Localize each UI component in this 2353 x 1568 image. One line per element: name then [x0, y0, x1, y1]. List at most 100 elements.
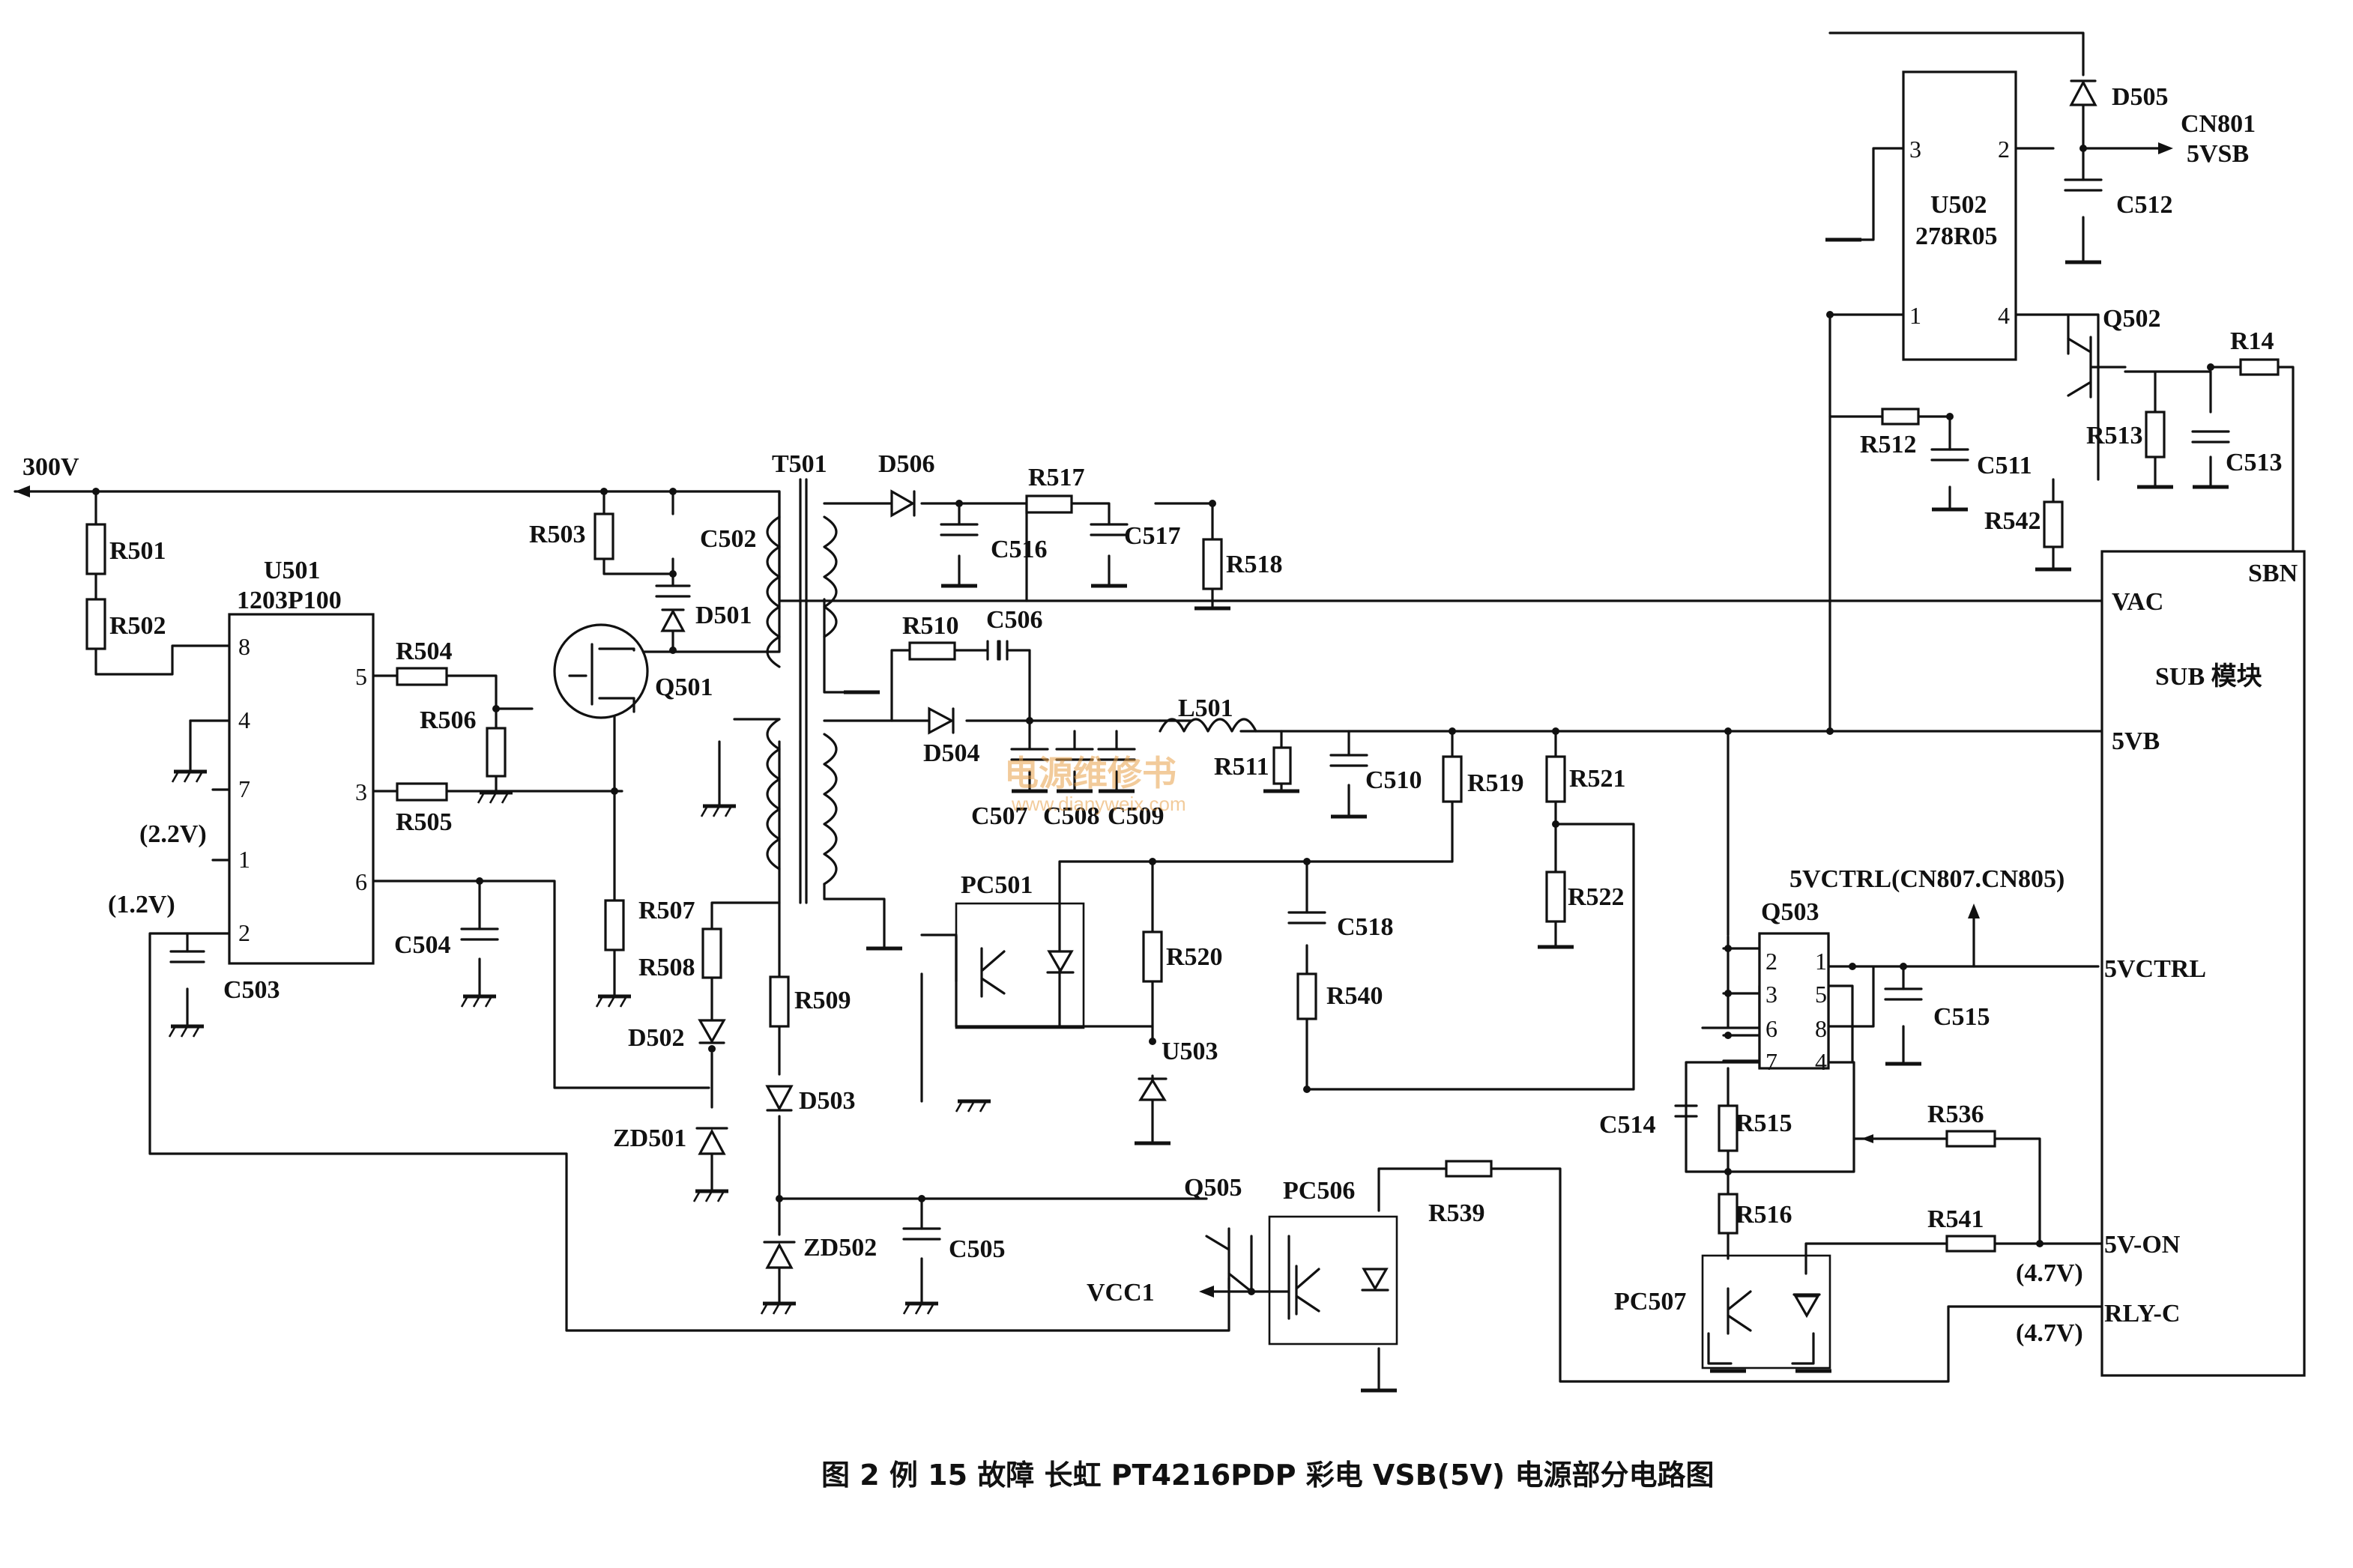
svg-text:SBN: SBN	[2248, 560, 2298, 587]
q503-chip	[1758, 932, 1830, 1070]
svg-text:ZD502: ZD502	[803, 1234, 877, 1262]
svg-text:C508: C508	[1043, 802, 1100, 830]
svg-text:C502: C502	[700, 525, 757, 553]
svg-text:U502: U502	[1930, 191, 1987, 219]
u501-chip	[228, 613, 375, 965]
svg-text:PC506: PC506	[1283, 1177, 1355, 1205]
svg-text:C506: C506	[986, 606, 1043, 634]
svg-text:Q505: Q505	[1184, 1174, 1242, 1202]
svg-text:5: 5	[355, 663, 367, 690]
svg-text:R505: R505	[396, 808, 453, 836]
input-voltage-label: 300V	[22, 453, 79, 481]
svg-text:2: 2	[1998, 136, 2010, 163]
svg-text:U503: U503	[1162, 1038, 1218, 1065]
svg-text:D504: D504	[923, 739, 980, 767]
svg-text:(4.7V): (4.7V)	[2016, 1319, 2083, 1347]
svg-text:2: 2	[1765, 948, 1777, 975]
svg-text:C509: C509	[1108, 802, 1165, 830]
svg-text:(4.7V): (4.7V)	[2016, 1259, 2083, 1287]
svg-text:8: 8	[238, 633, 250, 660]
transistor-q505	[1205, 1227, 1253, 1293]
svg-text:R539: R539	[1428, 1199, 1485, 1227]
svg-text:5: 5	[1815, 981, 1827, 1008]
text-labels: 300V R501 R502 U501 1203P100 8 4 7 1 2 5…	[22, 83, 2298, 1347]
svg-text:R509: R509	[794, 987, 851, 1014]
u501-ref: U501	[264, 557, 321, 584]
svg-text:D501: D501	[695, 602, 752, 629]
svg-text:R518: R518	[1226, 551, 1283, 578]
svg-text:T501: T501	[772, 450, 827, 478]
svg-text:4: 4	[1815, 1048, 1827, 1075]
svg-text:R511: R511	[1214, 753, 1269, 781]
svg-text:C511: C511	[1977, 452, 2032, 479]
svg-text:(2.2V): (2.2V)	[139, 820, 207, 848]
svg-text:R501: R501	[109, 537, 166, 565]
svg-text:PC501: PC501	[961, 871, 1033, 899]
watermark-url: www.dianyweix.com	[1011, 793, 1186, 815]
svg-text:7: 7	[1765, 1048, 1777, 1075]
svg-text:ZD501: ZD501	[613, 1124, 686, 1152]
svg-text:RLY-C: RLY-C	[2104, 1300, 2180, 1328]
svg-text:R504: R504	[396, 638, 453, 665]
svg-text:(1.2V): (1.2V)	[108, 891, 175, 918]
svg-text:C517: C517	[1124, 522, 1181, 550]
svg-text:C516: C516	[991, 536, 1048, 563]
svg-text:R542: R542	[1984, 507, 2041, 535]
svg-text:6: 6	[355, 868, 367, 895]
svg-text:R508: R508	[638, 954, 695, 981]
svg-text:R516: R516	[1736, 1201, 1792, 1229]
svg-text:R541: R541	[1927, 1205, 1984, 1233]
svg-text:3: 3	[1909, 136, 1921, 163]
svg-text:C514: C514	[1599, 1111, 1656, 1139]
svg-text:3: 3	[1765, 981, 1777, 1008]
figure-caption: 图 2 例 15 故障 长虹 PT4216PDP 彩电 VSB(5V) 电源部分…	[821, 1459, 1715, 1492]
junction-dots	[92, 145, 2214, 1295]
svg-text:C518: C518	[1337, 913, 1394, 941]
svg-text:2: 2	[238, 919, 250, 946]
transistor-q502	[2067, 336, 2127, 399]
sub-module	[2100, 550, 2306, 1377]
inductor-l501	[1159, 718, 1257, 733]
svg-text:R540: R540	[1326, 982, 1383, 1010]
svg-text:D503: D503	[799, 1087, 856, 1115]
diode-symbols	[660, 79, 2097, 1269]
svg-text:4: 4	[1998, 302, 2010, 329]
svg-text:R506: R506	[420, 706, 477, 734]
svg-text:C503: C503	[223, 976, 280, 1004]
svg-text:C510: C510	[1365, 766, 1422, 794]
svg-text:PC507: PC507	[1614, 1288, 1686, 1316]
svg-text:5VCTRL: 5VCTRL	[2104, 955, 2206, 983]
svg-text:C515: C515	[1933, 1003, 1990, 1031]
svg-text:C513: C513	[2226, 449, 2283, 476]
svg-text:C512: C512	[2116, 191, 2173, 219]
svg-text:8: 8	[1815, 1015, 1827, 1042]
svg-text:R510: R510	[902, 612, 959, 640]
svg-text:278R05: 278R05	[1915, 223, 1998, 250]
mosfet-q501	[553, 623, 649, 719]
svg-text:R512: R512	[1860, 431, 1917, 458]
optocoupler-boxes	[955, 902, 1831, 1369]
svg-text:R507: R507	[638, 897, 695, 924]
svg-text:R522: R522	[1568, 883, 1625, 911]
svg-text:R536: R536	[1927, 1101, 1984, 1128]
svg-text:5VB: 5VB	[2112, 727, 2160, 755]
svg-text:R513: R513	[2086, 422, 2143, 449]
svg-text:6: 6	[1765, 1015, 1777, 1042]
arrows	[15, 142, 2173, 1298]
resistor-bodies	[85, 358, 2280, 1253]
svg-text:R503: R503	[529, 521, 586, 548]
svg-text:4: 4	[238, 706, 250, 733]
svg-text:5VSB: 5VSB	[2187, 140, 2249, 168]
svg-text:R521: R521	[1569, 765, 1626, 793]
u502-chip	[1902, 70, 2017, 361]
svg-text:CN801: CN801	[2181, 110, 2256, 138]
svg-text:VAC: VAC	[2112, 588, 2163, 616]
svg-text:L501: L501	[1178, 694, 1233, 722]
svg-text:1: 1	[238, 846, 250, 873]
svg-text:5V-ON: 5V-ON	[2104, 1231, 2181, 1259]
svg-text:3: 3	[355, 778, 367, 805]
svg-text:C504: C504	[394, 931, 451, 959]
svg-text:D502: D502	[628, 1024, 685, 1052]
wires	[13, 31, 2295, 1392]
